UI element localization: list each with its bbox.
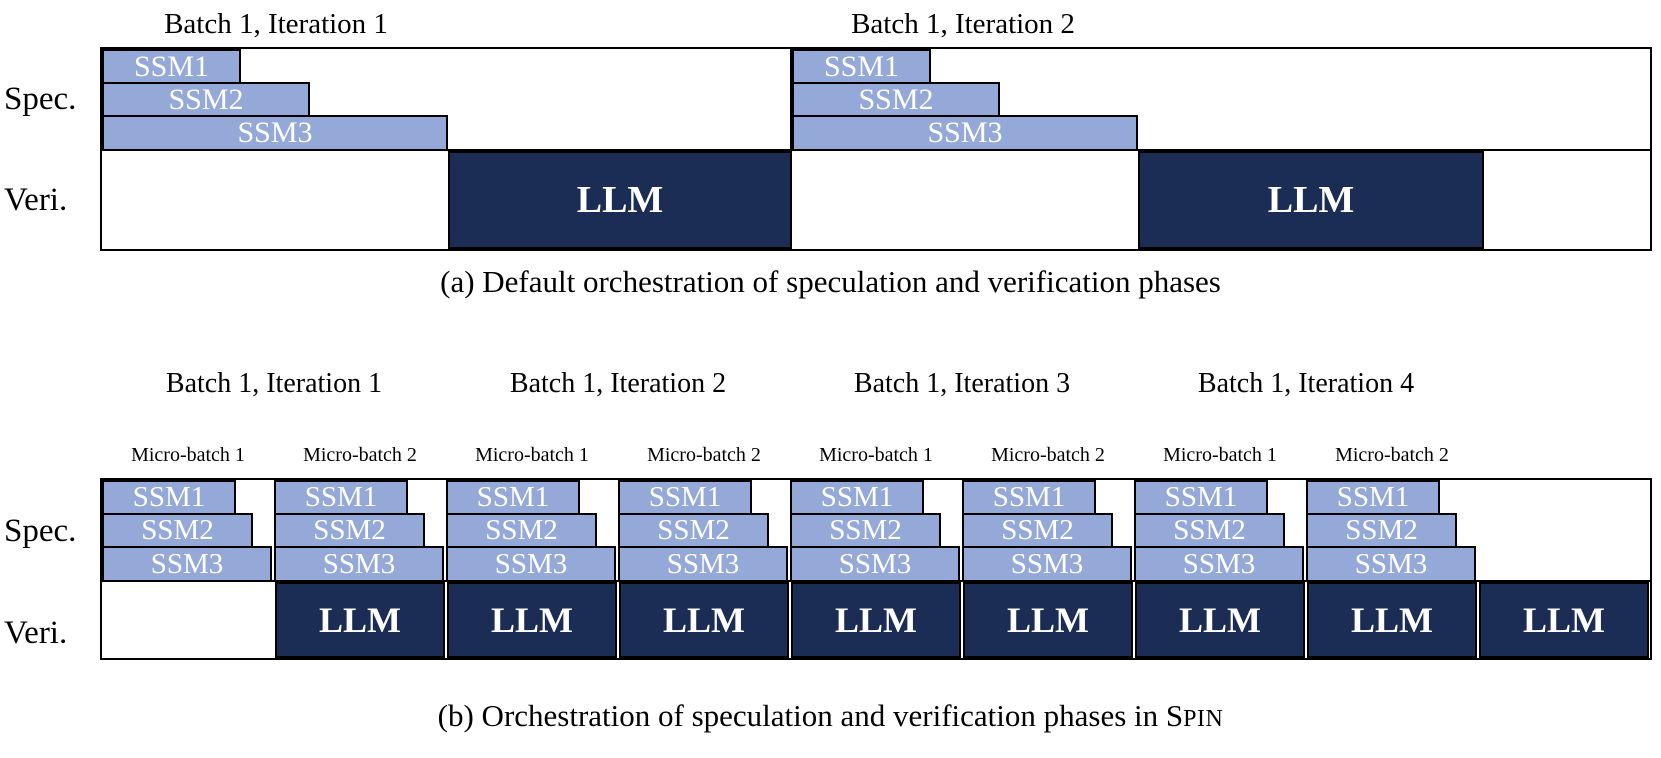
ssm3-bar: SSM3 [962,546,1132,582]
ssm3-bar: SSM3 [102,115,448,151]
iteration-header: Batch 1, Iteration 2 [509,368,727,399]
ssm3-bar: SSM3 [446,546,616,582]
micro-batch-label: Micro-batch 2 [647,444,761,466]
ssm3-bar: SSM3 [274,546,444,582]
llm-block: LLM [1138,151,1484,249]
figure-b-spec-label: Spec. [4,513,77,549]
ssm1-bar: SSM1 [274,480,408,515]
ssm1-bar: SSM1 [446,480,580,515]
ssm1-bar: SSM1 [1306,480,1440,515]
iteration-header: Batch 1, Iteration 3 [853,368,1071,399]
ssm1-bar: SSM1 [962,480,1096,515]
ssm2-bar: SSM2 [446,513,597,548]
llm-block: LLM [447,582,617,658]
ssm1-bar: SSM1 [792,49,931,84]
llm-block: LLM [448,151,792,249]
ssm2-bar: SSM2 [274,513,425,548]
ssm1-bar: SSM1 [618,480,752,515]
ssm2-bar: SSM2 [790,513,941,548]
micro-batch-label: Micro-batch 1 [131,444,245,466]
llm-block: LLM [791,582,961,658]
ssm3-bar: SSM3 [1306,546,1476,582]
ssm2-bar: SSM2 [1134,513,1285,548]
figure-b-caption: (b) Orchestration of speculation and ver… [0,696,1661,739]
figure-a-veri-label: Veri. [4,182,68,218]
ssm2-bar: SSM2 [1306,513,1457,548]
ssm2-bar: SSM2 [792,82,1000,117]
ssm3-bar: SSM3 [790,546,960,582]
ssm1-bar: SSM1 [790,480,924,515]
figure-b-caption-smallcaps: PIN [1183,706,1224,732]
llm-block: LLM [275,582,445,658]
figure-b-veri-label: Veri. [4,615,68,651]
micro-batch-label: Micro-batch 1 [1163,444,1277,466]
iteration-header: Batch 1, Iteration 1 [164,8,388,40]
ssm2-bar: SSM2 [102,82,310,117]
figure-a-caption: (a) Default orchestration of speculation… [440,264,1221,299]
micro-batch-label: Micro-batch 2 [1335,444,1449,466]
micro-batch-label: Micro-batch 1 [819,444,933,466]
ssm1-bar: SSM1 [102,49,241,84]
ssm1-bar: SSM1 [1134,480,1268,515]
figure-a-iteration-divider [790,49,792,249]
ssm3-bar: SSM3 [618,546,788,582]
iteration-header: Batch 1, Iteration 4 [1197,368,1415,399]
llm-block: LLM [619,582,789,658]
ssm3-bar: SSM3 [1134,546,1304,582]
llm-block: LLM [1135,582,1305,658]
figure-b-caption-text: (b) Orchestration of speculation and ver… [437,698,1184,733]
ssm1-bar: SSM1 [102,480,236,515]
llm-block: LLM [963,582,1133,658]
micro-batch-label: Micro-batch 1 [475,444,589,466]
iteration-header: Batch 1, Iteration 2 [851,8,1075,40]
llm-block: LLM [1307,582,1477,658]
figure-a-spec-label: Spec. [4,81,77,117]
ssm3-bar: SSM3 [102,546,272,582]
micro-batch-label: Micro-batch 2 [991,444,1105,466]
ssm3-bar: SSM3 [792,115,1138,151]
ssm2-bar: SSM2 [962,513,1113,548]
micro-batch-label: Micro-batch 2 [303,444,417,466]
llm-block: LLM [1479,582,1649,658]
iteration-header: Batch 1, Iteration 1 [165,368,383,399]
ssm2-bar: SSM2 [618,513,769,548]
ssm2-bar: SSM2 [102,513,253,548]
